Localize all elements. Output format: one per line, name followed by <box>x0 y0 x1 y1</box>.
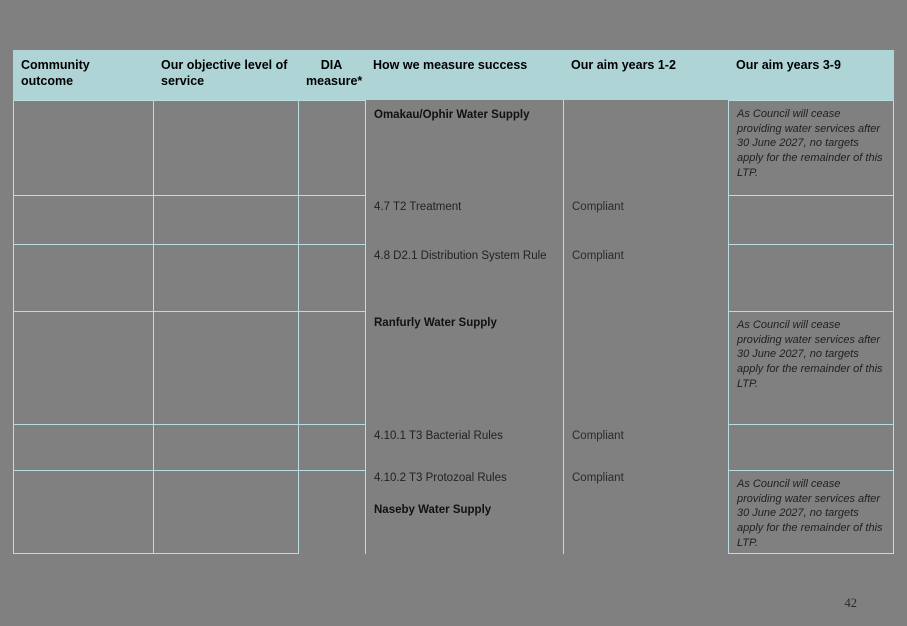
table-row <box>298 470 366 554</box>
measure-entry-4-8-d2-1-distribution-system-rule: 4.8 D2.1 Distribution System Rule <box>374 250 547 262</box>
table-row <box>153 424 299 471</box>
column-header-label: Our aim years 3-9 <box>736 58 841 72</box>
aim-3-9-cell: As Council will cease providing water se… <box>728 100 894 196</box>
column-header-our-aim-years-3-9: Our aim years 3-9 <box>728 50 894 100</box>
aim-3-9-text: As Council will cease providing water se… <box>737 319 883 390</box>
table-row <box>153 311 299 425</box>
aim-3-9-cell: As Council will cease providing water se… <box>728 311 894 425</box>
table-row <box>298 100 366 196</box>
aim-1-2-entry: Compliant <box>572 472 624 484</box>
table-row <box>298 311 366 425</box>
table-row <box>13 424 154 471</box>
column-header-label: How we measure success <box>373 58 528 72</box>
table-row <box>153 195 299 245</box>
column-header-label: Our aim years 1-2 <box>571 58 676 72</box>
aim-1-2-entry: Compliant <box>572 201 624 213</box>
table-row <box>13 470 154 554</box>
column-header-label: Community outcome <box>21 58 90 88</box>
aim-3-9-cell <box>728 424 894 471</box>
table-row <box>153 470 299 554</box>
table-row <box>13 100 154 196</box>
table-row <box>298 195 366 245</box>
column-header-label: Our objective level of service <box>161 58 288 88</box>
measure-entry-ranfurly-water-supply: Ranfurly Water Supply <box>374 317 497 329</box>
table-row <box>298 424 366 471</box>
measure-entry-4-10-2-t3-protozoal-rules: 4.10.2 T3 Protozoal Rules <box>374 472 507 484</box>
our-aim-years-1-2-column: Compliant Compliant Compliant Compliant <box>563 100 729 554</box>
measure-entry-4-10-1-t3-bacterial-rules: 4.10.1 T3 Bacterial Rules <box>374 430 503 442</box>
column-header-objective-level-of-service: Our objective level of service <box>153 50 298 100</box>
table-row <box>13 195 154 245</box>
table-row <box>153 244 299 312</box>
column-header-label: DIA measure* <box>306 58 363 88</box>
aim-3-9-text: As Council will cease providing water se… <box>737 108 883 179</box>
aim-3-9-cell <box>728 195 894 245</box>
measure-entry-4-7-t2-treatment: 4.7 T2 Treatment <box>374 201 462 213</box>
aim-3-9-cell <box>728 244 894 312</box>
table-row <box>153 100 299 196</box>
table-row <box>13 311 154 425</box>
how-we-measure-success-column: Omakau/Ophir Water Supply 4.7 T2 Treatme… <box>365 100 564 554</box>
aim-3-9-cell: As Council will cease providing water se… <box>728 470 894 554</box>
table-row <box>13 244 154 312</box>
aim-3-9-text: As Council will cease providing water se… <box>737 478 883 549</box>
table-body: Omakau/Ophir Water Supply 4.7 T2 Treatme… <box>13 100 894 554</box>
performance-measures-table: Community outcome Our objective level of… <box>13 50 894 554</box>
aim-1-2-entry: Compliant <box>572 430 624 442</box>
column-header-community-outcome: Community outcome <box>13 50 153 100</box>
column-header-our-aim-years-1-2: Our aim years 1-2 <box>563 50 728 100</box>
measure-entry-omakau-ophir-water-supply: Omakau/Ophir Water Supply <box>374 109 530 121</box>
column-header-dia-measure: DIA measure* <box>298 50 365 100</box>
table-header-row: Community outcome Our objective level of… <box>13 50 894 100</box>
page-number: 42 <box>844 596 858 610</box>
aim-1-2-entry: Compliant <box>572 250 624 262</box>
table-row <box>298 244 366 312</box>
column-header-how-we-measure-success: How we measure success <box>365 50 563 100</box>
measure-entry-naseby-water-supply: Naseby Water Supply <box>374 504 492 516</box>
